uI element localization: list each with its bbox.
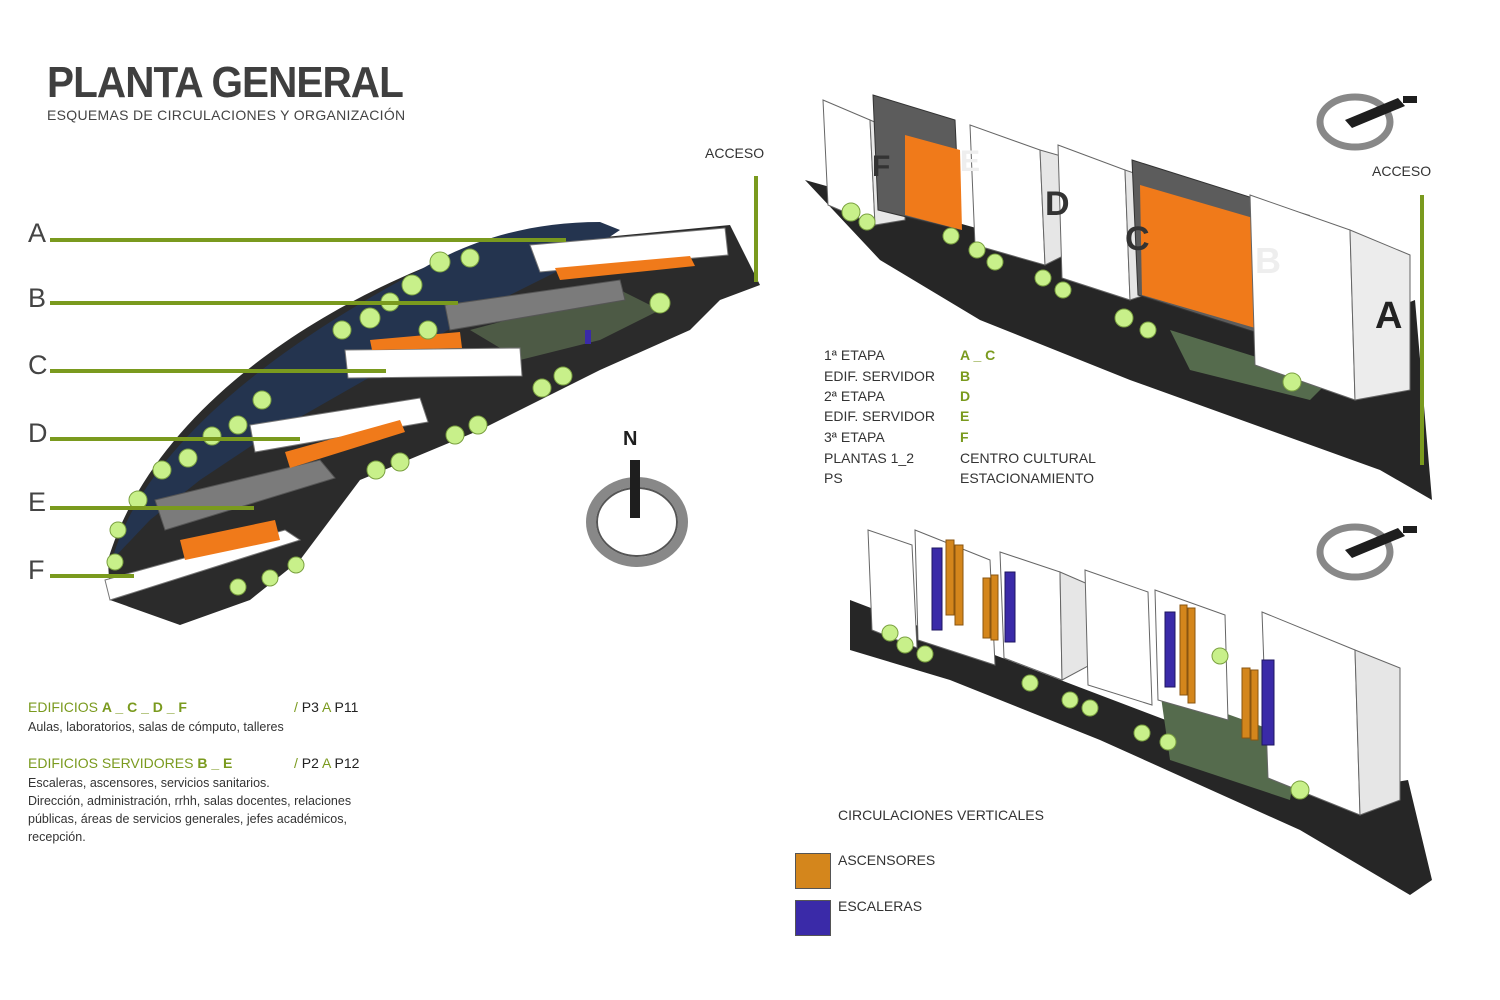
axo-letter-e: E	[960, 145, 981, 178]
range-to: P11	[334, 699, 359, 715]
phase-label: EDIF. SERVIDOR	[824, 368, 935, 384]
axo-access-label: ACCESO	[1372, 163, 1432, 179]
notes-group-1-heading: EDIFICIOS A _ C _ D _ F	[28, 699, 187, 715]
page-subtitle: ESQUEMAS DE CIRCULACIONES Y ORGANIZACIÓN	[47, 107, 406, 123]
plan-label-c: C	[28, 350, 48, 380]
plan-paving	[470, 290, 660, 360]
phase-label: EDIF. SERVIDOR	[824, 408, 935, 424]
description-line: Escaleras, ascensores, servicios sanitar…	[28, 776, 270, 790]
phase-value: ESTACIONAMIENTO	[960, 470, 1095, 486]
plan-building-a	[529, 227, 729, 273]
plan-orange-d	[285, 420, 405, 468]
description-line: Dirección, administración, rrhh, salas d…	[28, 794, 352, 808]
notes-group-2-range: / P2 A P12	[294, 755, 359, 771]
phase-label: PS	[824, 470, 843, 486]
phase-label: 3ª ETAPA	[824, 429, 885, 445]
range-a: A	[322, 699, 331, 715]
plan-leader-lines	[50, 176, 758, 578]
notes-group-2-heading: EDIFICIOS SERVIDORES B _ E	[28, 755, 232, 771]
plan-building-b	[444, 279, 626, 331]
plan-label-e: E	[28, 487, 47, 517]
description-line: públicas, áreas de servicios generales, …	[28, 812, 347, 826]
notes-group-2-description: Escaleras, ascensores, servicios sanitar…	[28, 774, 351, 846]
phase-value: D	[960, 388, 971, 404]
range-separator: /	[294, 699, 298, 715]
notes-group-1-range: / P3 A P11	[294, 699, 358, 715]
axo-letter-b: B	[1255, 240, 1281, 281]
range-a: A	[322, 755, 331, 771]
page-title: PLANTA GENERAL	[47, 58, 404, 107]
plan-orange-b	[370, 332, 462, 350]
range-from: P3	[301, 699, 319, 715]
plan-orange-f	[180, 520, 280, 560]
plan-orange-a	[555, 256, 695, 280]
plan-building-c	[344, 347, 523, 379]
plan-label-d: D	[28, 418, 48, 448]
notes-group-1-prefix: EDIFICIOS	[28, 699, 99, 715]
plan-label-f: F	[28, 555, 45, 585]
axo-bottom-trees	[881, 624, 1310, 800]
range-from: P2	[301, 755, 319, 771]
plan-stair-marker	[585, 330, 591, 344]
phase-value: B	[960, 368, 971, 384]
north-arrow-icon	[586, 460, 688, 567]
notes-group-1-letters: A _ C _ D _ F	[101, 699, 187, 715]
notes-group-2-letters: B _ E	[197, 755, 233, 771]
legend-label-stairs: ESCALERAS	[838, 898, 923, 914]
circulations-title: CIRCULACIONES VERTICALES	[838, 807, 1044, 823]
notes-group-2-prefix: EDIFICIOS SERVIDORES	[28, 755, 194, 771]
axo-letter-d: D	[1045, 185, 1070, 223]
range-to: P12	[334, 755, 360, 771]
phase-value: CENTRO CULTURAL	[960, 450, 1096, 466]
axo-top-trees	[841, 202, 1302, 392]
axo-bottom-blocks	[867, 529, 1401, 816]
plan-trees	[106, 248, 671, 596]
axo-letter-a: A	[1375, 295, 1403, 337]
phase-label: PLANTAS 1_2	[824, 450, 915, 466]
axo-bottom-stairs	[931, 547, 1275, 746]
axo-bottom-ground	[850, 600, 1432, 895]
range-separator: /	[294, 755, 298, 771]
axo-top-compass-icon	[1316, 93, 1417, 151]
description-line: recepción.	[28, 830, 86, 844]
axo-top-ground	[805, 180, 1432, 500]
legend-swatch-stairs	[795, 900, 831, 936]
plan-building-e	[154, 459, 336, 531]
plan-label-a: A	[28, 218, 47, 248]
axo-bottom-paving	[1160, 690, 1300, 800]
phase-label: 1ª ETAPA	[824, 347, 885, 363]
axo-letter-c: C	[1125, 220, 1150, 258]
legend-swatch-elevators	[795, 853, 831, 889]
axo-letter-f: F	[872, 150, 891, 183]
axo-block-a	[1249, 194, 1356, 401]
notes-group-1-description: Aulas, laboratorios, salas de cómputo, t…	[28, 720, 284, 734]
plan-access-label: ACCESO	[705, 145, 765, 161]
axo-bottom-elevators	[945, 539, 1259, 741]
legend-label-elevators: ASCENSORES	[838, 852, 936, 868]
phase-value: E	[960, 408, 970, 424]
phase-value: A _ C	[960, 347, 996, 363]
phase-label: 2ª ETAPA	[824, 388, 885, 404]
plan-label-b: B	[28, 283, 47, 313]
north-label: N	[623, 428, 638, 450]
phase-value: F	[960, 429, 969, 445]
axo-bottom-compass-icon	[1316, 523, 1417, 581]
